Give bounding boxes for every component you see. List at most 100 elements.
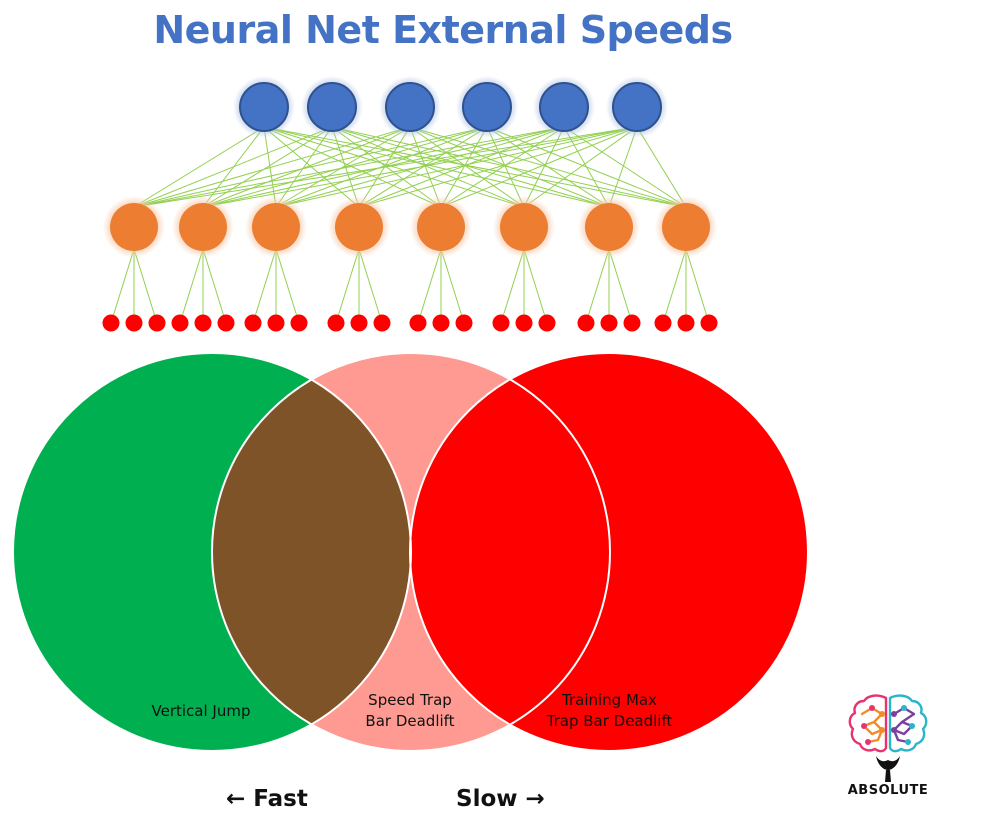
venn-left-label: Vertical Jump: [128, 701, 274, 722]
leaf-node: [125, 314, 143, 332]
edge-input-hidden: [275, 126, 333, 208]
edge-input-hidden: [331, 126, 610, 208]
edge-input-hidden: [440, 126, 638, 208]
leaf-node: [373, 314, 391, 332]
edge-input-hidden: [409, 126, 610, 208]
leaf-node: [577, 314, 595, 332]
leaf-node: [244, 314, 262, 332]
venn-right-outline: [409, 352, 809, 752]
edge-hidden-leaf: [358, 248, 383, 324]
edge-hidden-leaf: [133, 248, 158, 324]
edge-hidden-leaf: [662, 248, 687, 324]
input-node: [612, 82, 662, 132]
venn-middle-label: Speed Trap Bar Deadlift: [340, 690, 480, 732]
hidden-node: [662, 203, 710, 251]
speed-trap-line1: Speed Trap: [368, 691, 452, 709]
training-max-line1: Training Max: [562, 691, 657, 709]
leaf-node: [600, 314, 618, 332]
edge-hidden-leaf: [585, 248, 610, 324]
hidden-node: [179, 203, 227, 251]
edge-input-hidden: [133, 126, 265, 208]
edge-hidden-leaf: [179, 248, 204, 324]
leaf-node: [538, 314, 556, 332]
hidden-node: [417, 203, 465, 251]
leaf-node: [700, 314, 718, 332]
edge-hidden-leaf: [335, 248, 360, 324]
leaf-node: [492, 314, 510, 332]
edge-hidden-leaf: [685, 248, 710, 324]
edge-hidden-leaf: [608, 248, 633, 324]
input-node: [462, 82, 512, 132]
edge-input-hidden: [263, 126, 525, 208]
network-edges: [110, 126, 710, 324]
network-nodes: [102, 76, 718, 332]
edge-input-hidden: [563, 126, 687, 208]
brain-icon: [848, 694, 928, 782]
edge-input-hidden: [202, 126, 411, 208]
edge-hidden-leaf: [110, 248, 135, 324]
hidden-node: [252, 203, 300, 251]
edge-input-hidden: [263, 126, 687, 208]
edge-input-hidden: [275, 126, 411, 208]
edge-input-hidden: [202, 126, 638, 208]
hidden-node: [110, 203, 158, 251]
edge-input-hidden: [608, 126, 638, 208]
edge-input-hidden: [202, 126, 488, 208]
edge-input-hidden: [133, 126, 411, 208]
leaf-node: [194, 314, 212, 332]
hidden-node: [585, 203, 633, 251]
leaf-node: [623, 314, 641, 332]
leaf-node: [148, 314, 166, 332]
edge-hidden-leaf: [202, 248, 227, 324]
venn-right-label: Training Max Trap Bar Deadlift: [527, 690, 692, 732]
edge-hidden-leaf: [500, 248, 525, 324]
edge-input-hidden: [275, 126, 638, 208]
edge-input-hidden: [440, 126, 488, 208]
fast-label: ← Fast: [226, 786, 308, 812]
page-title: Neural Net External Speeds: [153, 8, 733, 52]
speed-trap-line2: Bar Deadlift: [365, 712, 455, 730]
edge-input-hidden: [133, 126, 565, 208]
edge-input-hidden: [523, 126, 638, 208]
leaf-node: [654, 314, 672, 332]
edge-input-hidden: [133, 126, 333, 208]
edge-input-hidden: [358, 126, 638, 208]
edge-input-hidden: [636, 126, 687, 208]
input-node: [307, 82, 357, 132]
leaf-node: [515, 314, 533, 332]
input-node: [539, 82, 589, 132]
leaf-node: [432, 314, 450, 332]
venn: [12, 352, 809, 752]
leaf-node: [350, 314, 368, 332]
venn-left-middle-overlap: [212, 353, 411, 751]
venn-middle-outline: [211, 352, 611, 752]
edge-hidden-leaf: [252, 248, 277, 324]
leaf-node: [290, 314, 308, 332]
edge-hidden-leaf: [275, 248, 300, 324]
edge-input-hidden: [563, 126, 610, 208]
edge-input-hidden: [440, 126, 565, 208]
leaf-node: [677, 314, 695, 332]
edge-input-hidden: [486, 126, 610, 208]
brand-logo: ABSOLUTE: [838, 690, 948, 802]
edge-input-hidden: [523, 126, 565, 208]
leaf-node: [267, 314, 285, 332]
edge-input-hidden: [133, 126, 488, 208]
edge-input-hidden: [358, 126, 488, 208]
leaf-node: [102, 314, 120, 332]
edge-hidden-leaf: [417, 248, 442, 324]
leaf-node: [455, 314, 473, 332]
edge-input-hidden: [202, 126, 333, 208]
logo-text: ABSOLUTE: [847, 783, 929, 798]
edge-input-hidden: [263, 126, 442, 208]
leaf-node: [217, 314, 235, 332]
edge-hidden-leaf: [440, 248, 465, 324]
slow-label: Slow →: [456, 786, 545, 812]
edge-input-hidden: [263, 126, 610, 208]
input-node: [385, 82, 435, 132]
vertical-jump-label: Vertical Jump: [151, 702, 251, 720]
hidden-node: [335, 203, 383, 251]
edge-input-hidden: [331, 126, 525, 208]
edge-input-hidden: [133, 126, 638, 208]
